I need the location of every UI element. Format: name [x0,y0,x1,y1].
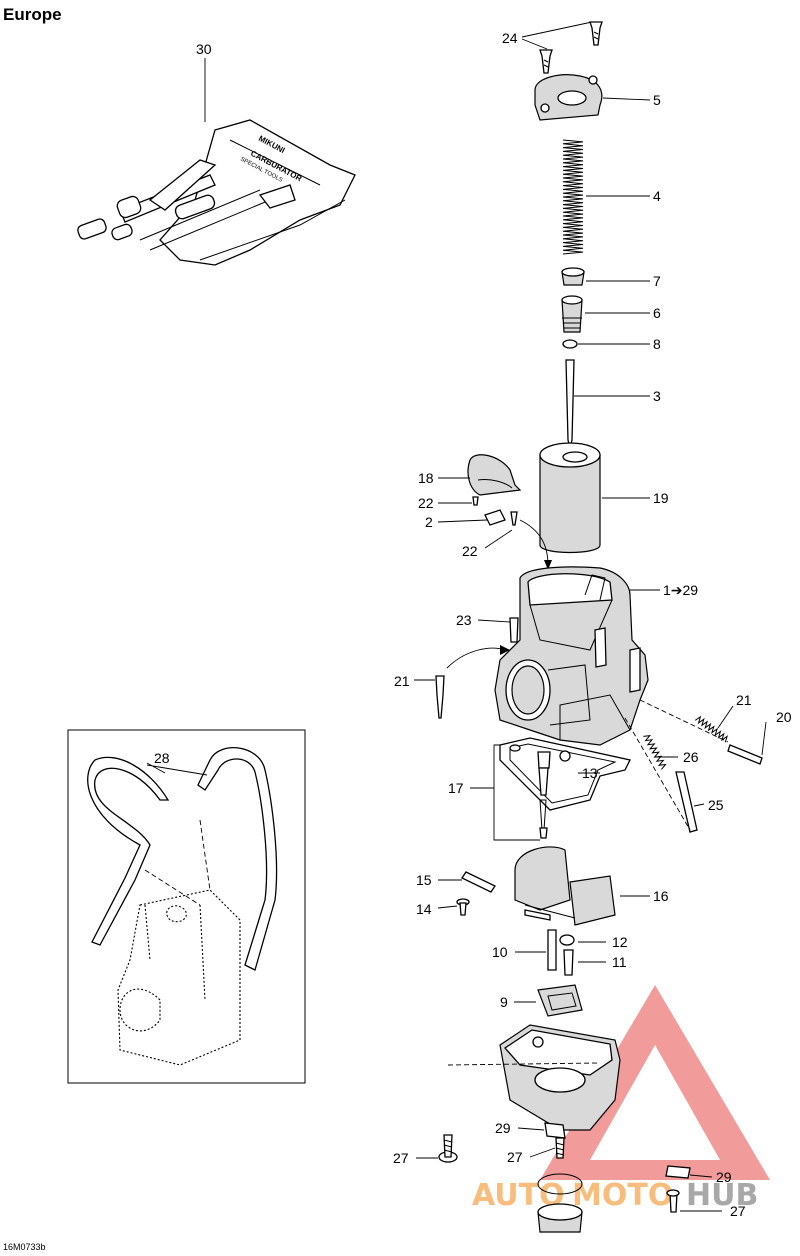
throttle-spring [562,138,584,256]
top-cover [534,74,603,121]
float-bowl-gasket [499,737,631,839]
pilot-screw [675,771,698,833]
callout-14: 14 [416,901,432,917]
jet-needle [565,359,575,449]
callout-30: 30 [196,41,212,57]
bowl-screw-right [666,1189,680,1213]
watermark-hub-text: HUB [686,1178,758,1213]
needle-retainer [561,295,583,333]
callout-27c: 27 [730,1203,746,1219]
callout-24: 24 [502,30,518,46]
callout-29b: 29 [716,1169,732,1185]
callout-6: 6 [653,305,661,321]
special-tool-kit: MIKUNI CARBURATOR SPECIAL TOOLS [77,119,356,266]
callout-8: 8 [653,336,661,352]
callout-21b: 21 [736,692,752,708]
pilot-screw-spring [643,734,667,770]
callout-18: 18 [418,470,434,486]
float-assembly [514,846,616,926]
watermark-inner-triangle-icon [605,1088,675,1150]
idle-adjust-screw [727,744,763,765]
callout-5: 5 [653,92,661,108]
inset-overflow-hoses [67,729,306,1084]
e-clip [562,339,578,349]
callout-22b: 22 [462,543,478,559]
watermark-triangle-icon [540,985,770,1180]
leader-lines [146,21,767,1212]
o-ring-small [559,934,575,946]
callout-16: 16 [653,888,669,904]
region-title: Europe [3,5,62,24]
bowl-screw-left [438,1134,458,1163]
throttle-slide [539,442,601,554]
callout-27a: 27 [393,1150,409,1166]
slide-plate-assembly [467,454,552,570]
callout-labels: 30 24 5 4 7 6 8 3 19 18 22 2 22 1➔29 23 … [154,30,792,1219]
carburetor-body [494,566,649,746]
callout-15: 15 [416,872,432,888]
callout-3: 3 [653,388,661,404]
callout-28: 28 [154,750,170,766]
bowl-screw-middle [555,1137,565,1159]
callout-11: 11 [612,954,627,970]
callout-27b: 27 [507,1149,523,1165]
callout-13: 13 [582,765,598,781]
callout-10: 10 [492,944,508,960]
float-bowl [447,1024,621,1131]
bowl-clip-left [544,1122,566,1139]
callout-17: 17 [448,780,464,796]
spring-seat [561,267,585,286]
float-screw [456,898,470,916]
callout-21a: 21 [394,673,410,689]
callout-7: 7 [653,273,661,289]
callout-19: 19 [653,490,669,506]
float-pin [461,871,496,893]
callout-20: 20 [776,709,792,725]
callout-25: 25 [708,797,724,813]
top-cover-screws [539,21,603,74]
callout-4: 4 [653,188,661,204]
pilot-air-screw [435,675,445,719]
callout-12: 12 [612,934,628,950]
callout-1-29: 1➔29 [663,582,698,598]
drain-plug [537,1203,583,1233]
needle-valve-seat [547,929,557,971]
baffle [537,984,583,1017]
figure-code: 16M0733b [3,1242,46,1252]
drain-o-ring [537,1173,583,1195]
callout-29a: 29 [495,1120,511,1136]
callout-23: 23 [456,612,472,628]
idle-screw-spring [694,715,729,743]
callout-2: 2 [425,514,433,530]
callout-26: 26 [683,749,699,765]
bowl-clip-right [665,1165,691,1179]
callout-22a: 22 [418,495,434,511]
pilot-jet [563,949,574,976]
callout-9: 9 [500,994,508,1010]
watermark-moto-text: MOTO [572,1178,673,1213]
